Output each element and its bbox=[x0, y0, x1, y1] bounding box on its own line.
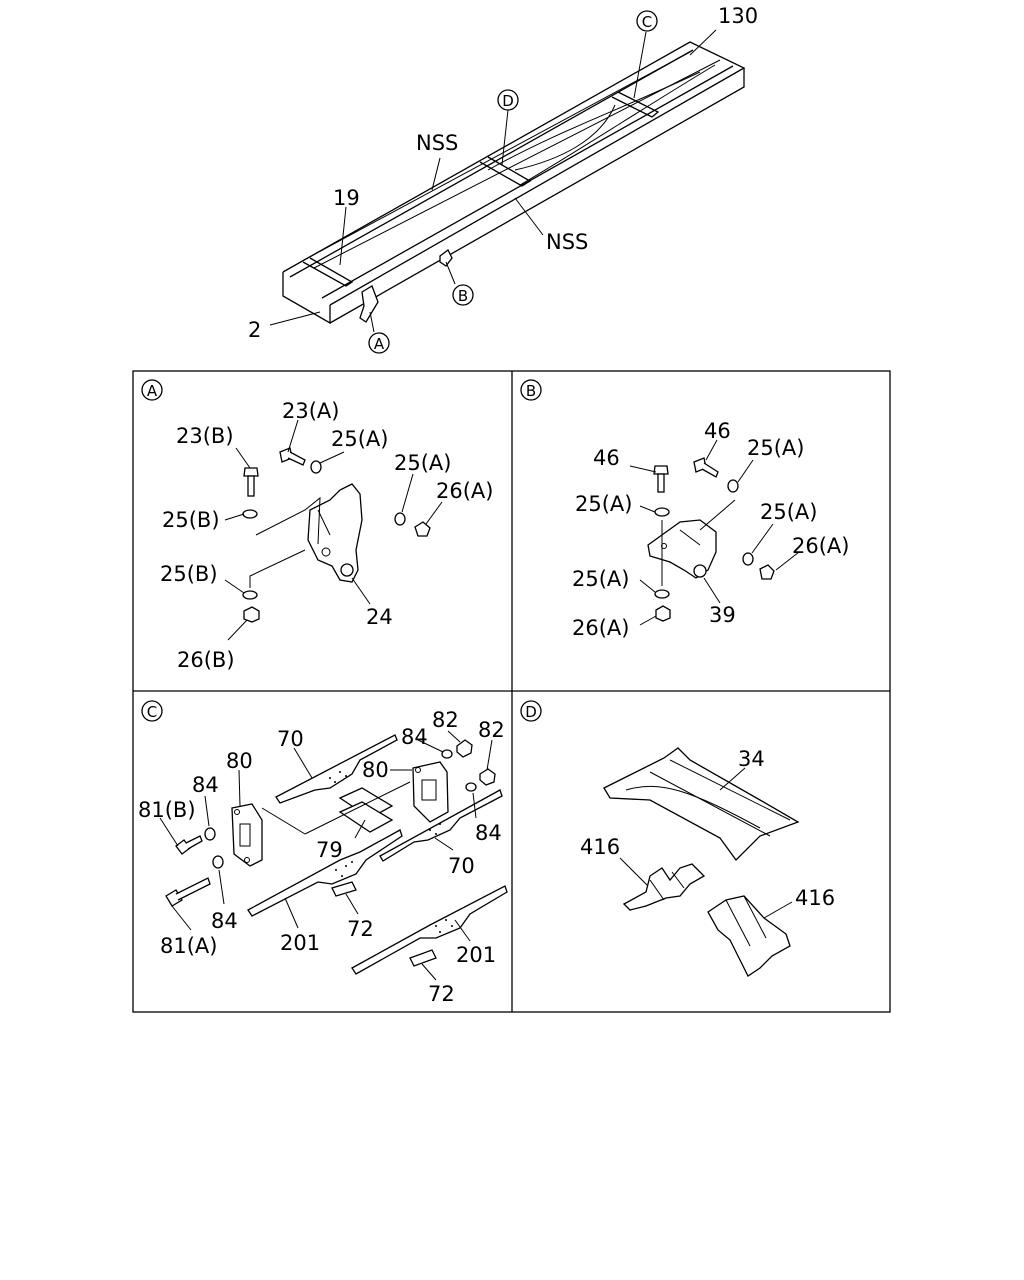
bolt-81a bbox=[165, 877, 211, 907]
bracket-416-left bbox=[622, 863, 706, 911]
label-26a-b1: 26(A) bbox=[792, 534, 849, 558]
label-39: 39 bbox=[709, 603, 736, 627]
svg-text:D: D bbox=[525, 703, 537, 721]
bracket-80-left bbox=[231, 803, 263, 867]
label-416-2: 416 bbox=[795, 886, 835, 910]
label-80-2: 80 bbox=[362, 758, 389, 782]
svg-text:C: C bbox=[642, 13, 652, 31]
label-26b: 26(B) bbox=[177, 648, 235, 672]
label-84-1: 84 bbox=[401, 725, 428, 749]
label-84-4: 84 bbox=[211, 909, 238, 933]
plate-72-lower bbox=[409, 949, 437, 967]
svg-text:B: B bbox=[526, 382, 536, 400]
bracket-80-right bbox=[412, 761, 449, 823]
label-25a-b4: 25(A) bbox=[572, 567, 629, 591]
callout-b: B bbox=[452, 284, 474, 306]
label-23b: 23(B) bbox=[176, 424, 234, 448]
label-25a-b1: 25(A) bbox=[747, 436, 804, 460]
bolt-46-horizontal bbox=[693, 457, 719, 478]
plate-79 bbox=[338, 787, 394, 833]
panel-d-marker: D bbox=[520, 700, 542, 722]
label-130: 130 bbox=[718, 4, 758, 28]
bracket-416-right bbox=[707, 895, 791, 977]
panel-c: C bbox=[138, 700, 508, 1006]
plate-72-upper bbox=[331, 881, 357, 897]
label-70-1: 70 bbox=[277, 727, 304, 751]
plate-70-upper bbox=[275, 734, 398, 804]
label-25b-1: 25(B) bbox=[162, 508, 220, 532]
label-nss-side: NSS bbox=[546, 230, 588, 254]
bolt-46-vertical bbox=[653, 465, 669, 493]
bolt-23b bbox=[243, 467, 259, 497]
label-19: 19 bbox=[333, 186, 360, 210]
label-2: 2 bbox=[248, 318, 261, 342]
label-25a-1: 25(A) bbox=[331, 427, 388, 451]
label-82-1: 82 bbox=[432, 708, 459, 732]
svg-text:A: A bbox=[147, 382, 158, 400]
label-72-1: 72 bbox=[347, 917, 374, 941]
label-25a-b2: 25(A) bbox=[575, 492, 632, 516]
label-70-2: 70 bbox=[448, 854, 475, 878]
callout-d: D bbox=[497, 89, 519, 111]
callout-a: A bbox=[368, 332, 390, 354]
label-26a: 26(A) bbox=[436, 479, 493, 503]
panel-d: D 34 416 416 bbox=[520, 700, 835, 977]
svg-text:A: A bbox=[374, 335, 385, 353]
label-46-1: 46 bbox=[593, 446, 620, 470]
label-46-2: 46 bbox=[704, 419, 731, 443]
label-26a-b2: 26(A) bbox=[572, 616, 629, 640]
panel-a-marker: A bbox=[141, 379, 163, 401]
svg-text:B: B bbox=[458, 287, 468, 305]
bracket-24 bbox=[307, 483, 363, 583]
bracket-39 bbox=[647, 519, 717, 579]
label-82-2: 82 bbox=[478, 718, 505, 742]
panel-a: A bbox=[141, 379, 493, 672]
crossmember-34 bbox=[603, 747, 800, 861]
panel-b-marker: B bbox=[520, 379, 542, 401]
label-72-2: 72 bbox=[428, 982, 455, 1006]
label-201-1: 201 bbox=[280, 931, 320, 955]
label-416-1: 416 bbox=[580, 835, 620, 859]
label-25a-b3: 25(A) bbox=[760, 500, 817, 524]
label-201-2: 201 bbox=[456, 943, 496, 967]
bolt-81b bbox=[175, 835, 203, 855]
detail-grid bbox=[132, 370, 891, 1013]
plate-201-upper bbox=[247, 829, 403, 917]
panel-c-marker: C bbox=[141, 700, 163, 722]
callout-c: C bbox=[636, 10, 658, 32]
label-34: 34 bbox=[738, 747, 765, 771]
plate-201-lower bbox=[351, 885, 508, 975]
plate-70-lower bbox=[379, 789, 503, 862]
label-nss-top: NSS bbox=[416, 131, 458, 155]
panel-b: B bbox=[520, 379, 849, 640]
bolt-23a bbox=[279, 447, 306, 466]
label-25a-2: 25(A) bbox=[394, 451, 451, 475]
label-25b-2: 25(B) bbox=[160, 562, 218, 586]
label-81a: 81(A) bbox=[160, 934, 217, 958]
svg-text:D: D bbox=[502, 92, 514, 110]
label-81b: 81(B) bbox=[138, 798, 196, 822]
label-23a: 23(A) bbox=[282, 399, 339, 423]
label-84-2: 84 bbox=[192, 773, 219, 797]
frame-assembly bbox=[282, 41, 746, 325]
svg-text:C: C bbox=[147, 703, 157, 721]
label-79: 79 bbox=[316, 838, 343, 862]
label-80-1: 80 bbox=[226, 749, 253, 773]
label-84-3: 84 bbox=[475, 821, 502, 845]
label-24: 24 bbox=[366, 605, 393, 629]
